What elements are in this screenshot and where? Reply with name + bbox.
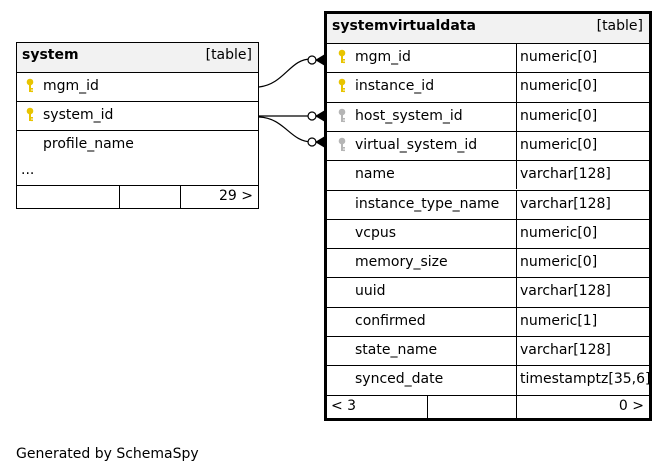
svd-column-row[interactable]: host_system_id numeric[0]: [327, 101, 649, 131]
systemvirtualdata-table[interactable]: systemvirtualdata [table] mgm_id numeric[…: [324, 11, 652, 421]
edge-mgm-id-circle: [307, 55, 317, 65]
system-ellipsis-row: ...: [17, 159, 258, 185]
table-kind: [table]: [205, 47, 252, 63]
table-kind: [table]: [596, 18, 643, 34]
system-column-row[interactable]: system_id: [17, 101, 258, 130]
primary-key-icon: [26, 78, 34, 93]
primary-key-icon: [338, 49, 346, 64]
system-column-row[interactable]: profile_name: [17, 130, 258, 159]
svd-column-row[interactable]: confirmed numeric[1]: [327, 306, 649, 336]
column-type: varchar[128]: [520, 283, 611, 300]
table-name: systemvirtualdata: [332, 18, 476, 34]
edge-system-mgm-id: [258, 58, 313, 88]
svd-column-row[interactable]: instance_id numeric[0]: [327, 72, 649, 102]
system-column-row[interactable]: mgm_id: [17, 72, 258, 101]
column-name: instance_type_name: [355, 195, 500, 212]
svd-column-row[interactable]: vcpus numeric[0]: [327, 218, 649, 249]
parents-count[interactable]: < 3: [331, 398, 357, 414]
column-name: name: [355, 166, 395, 183]
svd-column-row[interactable]: mgm_id numeric[0]: [327, 43, 649, 73]
system-table-header: system [table]: [17, 43, 258, 72]
children-count[interactable]: 0 >: [618, 398, 644, 414]
column-type: numeric[0]: [520, 107, 598, 124]
column-type: numeric[0]: [520, 49, 598, 65]
column-name: state_name: [355, 342, 438, 358]
column-type: numeric[0]: [520, 136, 598, 153]
svd-table-header: systemvirtualdata [table]: [327, 14, 649, 43]
column-name: system_id: [43, 107, 114, 123]
column-name: confirmed: [355, 312, 426, 329]
column-name: uuid: [355, 283, 386, 300]
column-type: timestamptz[35,6]: [520, 371, 651, 388]
column-name: mgm_id: [355, 49, 411, 65]
column-name: vcpus: [355, 224, 397, 241]
system-table[interactable]: system [table] mgm_id system_id profile_na…: [16, 42, 259, 209]
column-name: synced_date: [355, 371, 444, 388]
column-name: host_system_id: [355, 107, 463, 124]
svd-column-row[interactable]: state_name varchar[128]: [327, 336, 649, 366]
edge-virtual-circle: [307, 137, 317, 147]
column-type: numeric[1]: [520, 312, 598, 329]
svd-column-row[interactable]: name varchar[128]: [327, 160, 649, 190]
column-name: instance_id: [355, 78, 435, 95]
foreign-key-icon: [338, 108, 346, 122]
edge-system-virtual-system-id: [258, 116, 313, 143]
column-type: varchar[128]: [520, 166, 611, 183]
system-footer-row: 29 >: [17, 185, 258, 208]
edge-host-circle: [307, 111, 317, 121]
column-name: mgm_id: [43, 78, 99, 94]
svd-column-row[interactable]: instance_type_name varchar[128]: [327, 189, 649, 219]
table-name: system: [22, 47, 79, 63]
svd-footer-row: < 3 0 >: [327, 395, 649, 418]
primary-key-icon: [338, 78, 346, 93]
column-name: virtual_system_id: [355, 136, 478, 153]
column-type: varchar[128]: [520, 195, 611, 212]
foreign-key-icon: [338, 137, 346, 151]
column-type: varchar[128]: [520, 342, 611, 358]
column-type: numeric[0]: [520, 224, 598, 241]
column-type: numeric[0]: [520, 254, 598, 271]
svd-column-row[interactable]: virtual_system_id numeric[0]: [327, 130, 649, 161]
svd-column-row[interactable]: synced_date timestamptz[35,6]: [327, 365, 651, 395]
column-type: numeric[0]: [520, 78, 598, 95]
column-name: profile_name: [43, 136, 134, 152]
svd-column-row[interactable]: memory_size numeric[0]: [327, 248, 649, 278]
ellipsis-text: ...: [21, 162, 35, 178]
primary-key-icon: [26, 107, 34, 122]
svd-column-row[interactable]: uuid varchar[128]: [327, 277, 649, 307]
related-count[interactable]: 29 >: [219, 188, 253, 204]
generated-by-label: Generated by SchemaSpy: [16, 446, 199, 462]
column-name: memory_size: [355, 254, 448, 271]
